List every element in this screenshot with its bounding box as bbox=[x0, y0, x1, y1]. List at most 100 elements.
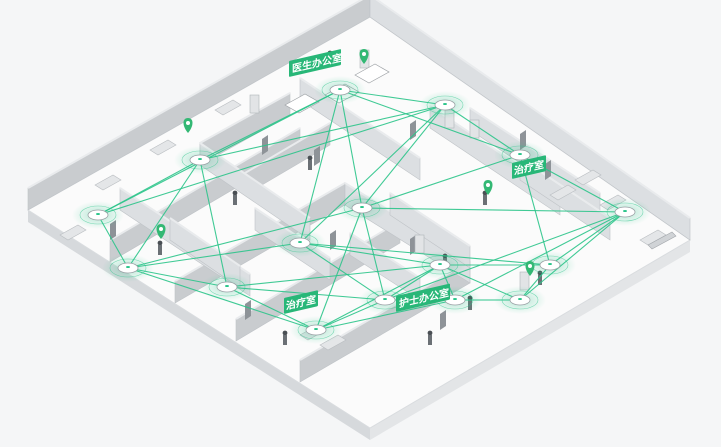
location-pin-icon bbox=[183, 118, 193, 133]
ap-led bbox=[383, 298, 387, 300]
bed bbox=[149, 139, 177, 156]
ap-led bbox=[443, 103, 447, 105]
ap-led bbox=[518, 298, 522, 300]
pin-shape bbox=[525, 261, 535, 276]
mesh-link bbox=[361, 104, 446, 209]
ap-led bbox=[126, 266, 130, 268]
signal-ring bbox=[606, 202, 644, 222]
person-body bbox=[428, 335, 432, 345]
wall-top bbox=[375, 0, 691, 219]
ap-led bbox=[96, 213, 100, 215]
signal-ring bbox=[109, 258, 147, 278]
access-points bbox=[72, 76, 651, 344]
bed bbox=[214, 99, 242, 116]
signal-ring bbox=[321, 80, 359, 100]
wall-top bbox=[199, 92, 291, 144]
access-point bbox=[599, 198, 651, 226]
ap-led bbox=[453, 298, 457, 300]
cabinet bbox=[249, 94, 260, 114]
person-body bbox=[483, 195, 487, 205]
zone-label-treatment-left: 治疗室 bbox=[284, 290, 318, 314]
ap-led bbox=[198, 158, 202, 160]
mesh-link bbox=[127, 159, 201, 269]
access-point bbox=[201, 273, 253, 301]
person-body bbox=[283, 335, 287, 345]
zone-label-treatment-right: 治疗室 bbox=[512, 155, 546, 179]
person-body bbox=[308, 160, 312, 170]
location-pin-icon bbox=[483, 180, 493, 195]
ap-led bbox=[314, 328, 318, 330]
access-point bbox=[494, 286, 546, 314]
ap-led bbox=[298, 241, 302, 243]
wall-top bbox=[244, 122, 331, 174]
ap-led bbox=[438, 263, 442, 265]
bed bbox=[59, 224, 87, 241]
signal-ring bbox=[426, 95, 464, 115]
access-point bbox=[174, 146, 226, 174]
mesh-link bbox=[339, 89, 363, 209]
mesh-link bbox=[315, 207, 363, 331]
access-point bbox=[419, 91, 471, 119]
person-body bbox=[158, 245, 162, 255]
door bbox=[245, 300, 251, 320]
ap-led bbox=[225, 285, 229, 287]
pin-shape bbox=[483, 180, 493, 195]
mesh-link bbox=[361, 154, 521, 209]
pin-dot bbox=[486, 183, 490, 187]
access-point bbox=[72, 201, 124, 229]
access-point bbox=[414, 251, 466, 279]
wall-top bbox=[389, 192, 471, 247]
door bbox=[440, 310, 446, 330]
bed bbox=[574, 169, 602, 186]
cabinet bbox=[414, 234, 425, 254]
wall-segment bbox=[27, 0, 371, 211]
person-head bbox=[427, 330, 433, 336]
location-pin-icon bbox=[156, 224, 166, 239]
mesh-link bbox=[361, 207, 626, 213]
signal-ring bbox=[79, 205, 117, 225]
signal-ring bbox=[343, 198, 381, 218]
mesh-link bbox=[339, 89, 521, 156]
mesh-link bbox=[361, 207, 386, 301]
location-pin-icon bbox=[525, 261, 535, 276]
signal-ring bbox=[501, 290, 539, 310]
door bbox=[330, 230, 336, 250]
access-point bbox=[314, 76, 366, 104]
access-point bbox=[290, 316, 342, 344]
pin-shape bbox=[359, 49, 369, 64]
signal-ring bbox=[208, 277, 246, 297]
access-point bbox=[102, 254, 154, 282]
bench bbox=[647, 231, 677, 250]
mesh-link bbox=[127, 207, 363, 269]
ap-led bbox=[338, 88, 342, 90]
mesh-link bbox=[226, 264, 441, 288]
pin-dot bbox=[362, 52, 366, 56]
mesh-link bbox=[299, 104, 446, 244]
wall-top bbox=[349, 232, 421, 279]
signal-ring bbox=[297, 320, 335, 340]
location-pins bbox=[156, 49, 535, 276]
signal-ring bbox=[421, 255, 459, 275]
ap-led bbox=[548, 263, 552, 265]
person-body bbox=[538, 275, 542, 285]
person-head bbox=[157, 240, 163, 246]
access-point bbox=[524, 251, 576, 279]
person-body bbox=[233, 195, 237, 205]
person-head bbox=[232, 190, 238, 196]
access-point bbox=[336, 194, 388, 222]
door bbox=[410, 235, 416, 255]
pin-dot bbox=[186, 121, 190, 125]
person-head bbox=[307, 155, 313, 161]
door bbox=[410, 120, 416, 140]
mesh-link bbox=[199, 104, 446, 161]
pin-dot bbox=[159, 227, 163, 231]
signal-ring bbox=[281, 233, 319, 253]
mesh-link bbox=[384, 211, 626, 301]
wall-top bbox=[169, 217, 241, 267]
ap-led bbox=[518, 153, 522, 155]
mesh-link bbox=[97, 104, 446, 216]
desk bbox=[354, 63, 390, 84]
bed bbox=[94, 174, 122, 191]
ap-led bbox=[623, 210, 627, 212]
